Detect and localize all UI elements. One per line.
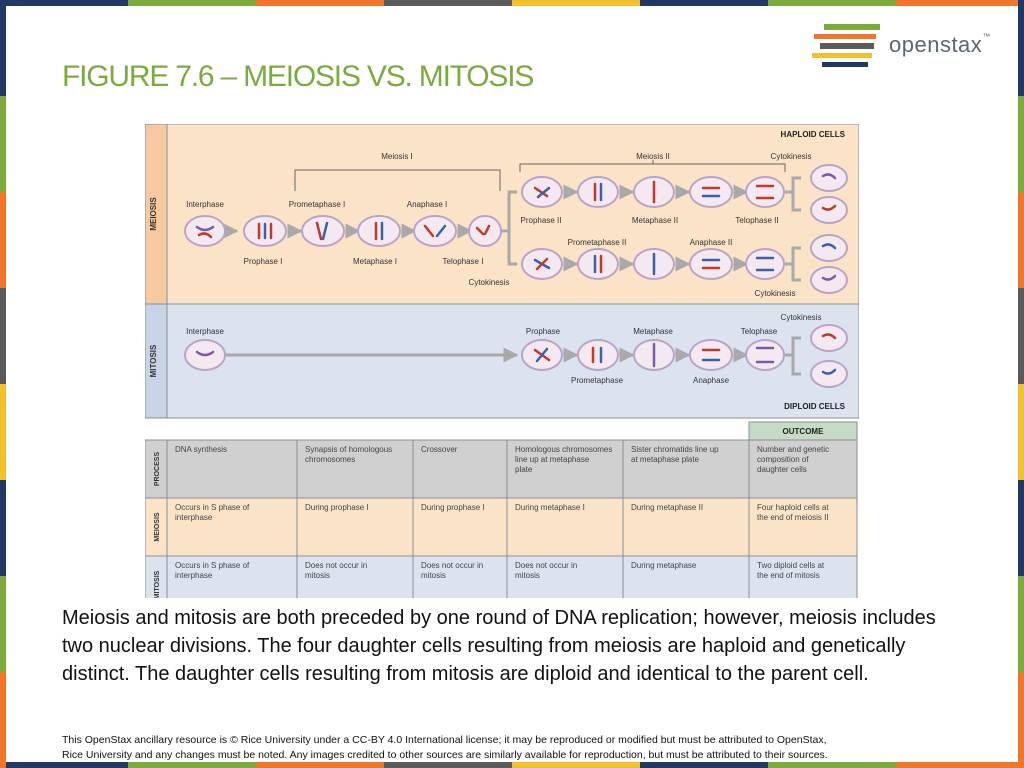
label-interphase-meiosis: Interphase xyxy=(186,200,224,209)
table-cell xyxy=(296,555,414,598)
table-cell xyxy=(412,555,508,598)
meiosis-i-label: Meiosis I xyxy=(381,152,413,161)
table-row-label: PROCESS xyxy=(154,452,161,487)
table-row-label: MEIOSIS xyxy=(154,512,161,542)
label-telophase-ii: Telophase II xyxy=(735,216,778,225)
mitosis-side-label: MITOSIS xyxy=(149,344,158,377)
label-telophase: Telophase xyxy=(741,327,778,336)
table-row-label: MITOSIS xyxy=(154,570,161,598)
meiosis-stage-labels: Interphase Prometaphase I Anaphase I Pro… xyxy=(186,200,795,298)
mitosis-cells xyxy=(184,324,848,388)
meiosis-ii-label: Meiosis II xyxy=(636,152,670,161)
table-cell xyxy=(748,497,858,557)
label-prometaphase-i: Prometaphase I xyxy=(289,200,345,209)
bottom-color-bar xyxy=(0,762,1024,768)
label-interphase-mitosis: Interphase xyxy=(186,327,224,336)
table-cell xyxy=(412,497,508,557)
label-prophase-ii: Prophase II xyxy=(521,216,562,225)
diploid-cells-label: DIPLOID CELLS xyxy=(784,402,846,411)
table-cell-text: During metaphase I xyxy=(515,503,585,512)
table-cell xyxy=(166,497,298,557)
table-cell-text: During metaphase xyxy=(631,561,697,570)
mitosis-chromosomes xyxy=(195,333,837,375)
table-cell xyxy=(622,439,750,499)
meiosis-panel xyxy=(145,124,859,305)
haploid-cells-label: HAPLOID CELLS xyxy=(781,130,846,139)
table-cell-text: During prophase I xyxy=(305,503,369,512)
label-metaphase-ii: Metaphase II xyxy=(632,216,678,225)
mitosis-arrows xyxy=(225,336,801,376)
comparison-table: OUTCOME PROCESS DNA synthesis Synapsis of h… xyxy=(145,421,858,598)
meiosis-chromosomes xyxy=(195,173,837,281)
label-prophase-i: Prophase I xyxy=(244,257,283,266)
label-cytokinesis-ii: Cytokinesis xyxy=(755,289,796,298)
label-prophase: Prophase xyxy=(526,327,561,336)
figure-caption: Meiosis and mitosis are both preceded by… xyxy=(62,607,936,685)
top-color-bar xyxy=(0,0,1024,6)
label-anaphase: Anaphase xyxy=(693,376,730,385)
openstax-logo-text: openstax™ xyxy=(889,32,991,57)
right-color-bar xyxy=(1018,0,1024,768)
table-cell xyxy=(506,555,624,598)
label-prometaphase: Prometaphase xyxy=(571,376,624,385)
cytokinesis-top-label: Cytokinesis xyxy=(771,152,812,161)
license-footer: This OpenStax ancillary resource is © Ri… xyxy=(62,733,962,763)
meiosis-arrows xyxy=(223,176,801,282)
license-line-1: This OpenStax ancillary resource is © Ri… xyxy=(62,734,827,746)
table-cell xyxy=(166,439,298,499)
outcome-header: OUTCOME xyxy=(783,427,825,436)
left-color-bar xyxy=(0,0,6,768)
table-cell xyxy=(622,497,750,557)
table-cell-text: During prophase I xyxy=(421,503,485,512)
table-cell xyxy=(506,439,624,499)
table-cell xyxy=(506,497,624,557)
table-cell xyxy=(412,439,508,499)
meiosis-side-label: MEIOSIS xyxy=(149,197,158,231)
label-prometaphase-ii: Prometaphase II xyxy=(568,238,627,247)
label-metaphase-i: Metaphase I xyxy=(353,257,397,266)
label-metaphase: Metaphase xyxy=(633,327,673,336)
table-cell-text: Crossover xyxy=(421,445,458,454)
openstax-logo-icon xyxy=(812,24,880,67)
meiosis-mitosis-figure: MEIOSIS HAPLOID CELLS MITOSIS DIPLOID CE… xyxy=(145,124,859,598)
label-anaphase-i: Anaphase I xyxy=(407,200,447,209)
label-anaphase-ii: Anaphase II xyxy=(690,238,733,247)
mitosis-side-strip xyxy=(145,303,168,419)
label-telophase-i: Telophase I xyxy=(443,257,484,266)
meiosis-brackets xyxy=(294,160,786,191)
table-cell-text: DNA synthesis xyxy=(175,445,227,454)
table-cell xyxy=(296,439,414,499)
license-line-2: Rice University and any changes must be … xyxy=(62,749,828,761)
slide-title: FIGURE 7.6 – MEIOSIS VS. MITOSIS xyxy=(62,60,534,93)
mitosis-stage-labels: Interphase Prophase Metaphase Telophase … xyxy=(186,313,821,385)
label-cytokinesis-mitosis: Cytokinesis xyxy=(781,313,822,322)
label-cytokinesis-i: Cytokinesis xyxy=(469,278,510,287)
table-cell-text: During metaphase II xyxy=(631,503,703,512)
table-cell xyxy=(748,555,858,598)
